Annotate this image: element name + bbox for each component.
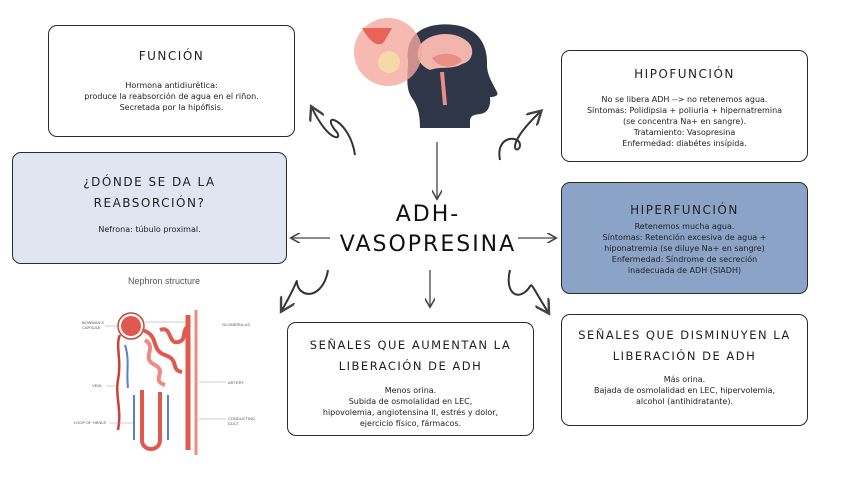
nephron-label-loop: LOOP OF HENLE [74,420,106,425]
nephron-label-glomerulus: GLOMERULUS [222,322,250,327]
nephron-label-duct: CONDUCTING DUCT [228,416,254,426]
nephron-label-vein: VEIN [92,383,101,388]
nephron-label-artery: ARTERY [228,380,244,385]
nephron-label-bowman: BOWMAN'S CAPSULE [82,320,106,330]
